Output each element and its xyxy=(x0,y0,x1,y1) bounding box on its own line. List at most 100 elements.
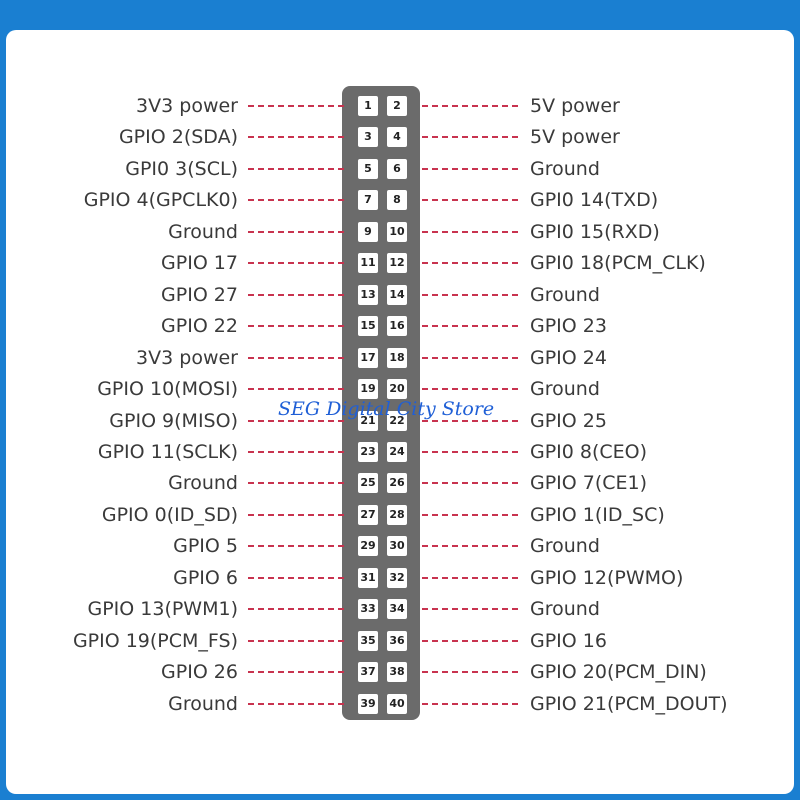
pin-number-odd: 33 xyxy=(358,599,378,620)
pin-label-left: GPIO 2(SDA) xyxy=(118,126,238,149)
pin-label-left: GPIO 11(SCLK) xyxy=(97,440,238,463)
pin-number-even: 32 xyxy=(387,567,407,588)
connector-line-right xyxy=(422,450,518,453)
pin-number-even: 10 xyxy=(387,221,407,242)
pin-label-right: Ground xyxy=(530,378,600,401)
pin-label-left: 3V3 power xyxy=(136,346,238,369)
pin-label-left: GPIO 22 xyxy=(161,315,238,338)
pin-label-left: Ground xyxy=(168,220,238,243)
connector-line-right xyxy=(422,545,518,548)
connector-line-right xyxy=(422,136,518,139)
pin-label-left: GPIO 9(MISO) xyxy=(109,409,238,432)
pin-number-odd: 31 xyxy=(358,567,378,588)
pin-label-right: Ground xyxy=(530,598,600,621)
pin-label-right: GPIO 21(PCM_DOUT) xyxy=(530,692,728,715)
connector-line-left xyxy=(248,230,344,233)
pin-number-odd: 21 xyxy=(358,410,378,431)
pin-number-even: 6 xyxy=(387,158,407,179)
connector-line-left xyxy=(248,325,344,328)
pin-number-odd: 13 xyxy=(358,284,378,305)
pin-label-left: GPIO 5 xyxy=(173,535,238,558)
pin-number-odd: 27 xyxy=(358,504,378,525)
pin-label-right: GPIO 12(PWMO) xyxy=(530,566,684,589)
connector-line-right xyxy=(422,608,518,611)
connector-line-right xyxy=(422,325,518,328)
pin-number-even: 24 xyxy=(387,441,407,462)
pin-number-even: 38 xyxy=(387,662,407,683)
connector-line-left xyxy=(248,450,344,453)
connector-line-left xyxy=(248,199,344,202)
pin-label-left: GPIO 26 xyxy=(161,661,238,684)
pin-number-even: 26 xyxy=(387,473,407,494)
pin-number-odd: 3 xyxy=(358,127,378,148)
pin-label-right: GPIO 20(PCM_DIN) xyxy=(530,661,707,684)
pin-label-right: GPI0 15(RXD) xyxy=(530,220,660,243)
connector-line-left xyxy=(248,608,344,611)
connector-line-right xyxy=(422,576,518,579)
pin-label-right: GPIO 25 xyxy=(530,409,607,432)
connector-line-right xyxy=(422,262,518,265)
connector-line-right xyxy=(422,356,518,359)
pin-number-odd: 9 xyxy=(358,221,378,242)
connector-line-right xyxy=(422,105,518,107)
connector-line-right xyxy=(422,702,518,705)
connector-line-right xyxy=(422,419,518,422)
pin-number-odd: 23 xyxy=(358,441,378,462)
pin-number-even: 28 xyxy=(387,504,407,525)
pin-label-left: GPI0 3(SCL) xyxy=(125,157,238,180)
pin-number-odd: 11 xyxy=(358,253,378,274)
pin-label-right: GPI0 18(PCM_CLK) xyxy=(530,252,706,275)
pin-label-left: GPIO 17 xyxy=(161,252,238,275)
pin-number-odd: 1 xyxy=(358,96,378,116)
pin-label-right: GPI0 8(CEO) xyxy=(530,440,648,463)
connector-line-left xyxy=(248,105,344,107)
pin-label-right: 5V power xyxy=(530,95,620,117)
pin-label-left: GPIO 27 xyxy=(161,283,238,306)
pin-number-even: 4 xyxy=(387,127,407,148)
connector-line-left xyxy=(248,136,344,139)
pin-label-right: GPIO 1(ID_SC) xyxy=(530,503,665,526)
pin-number-odd: 25 xyxy=(358,473,378,494)
pin-label-left: GPIO 4(GPCLK0) xyxy=(83,189,238,212)
pin-number-odd: 35 xyxy=(358,630,378,651)
pin-label-right: GPIO 16 xyxy=(530,629,607,652)
pin-number-odd: 15 xyxy=(358,316,378,337)
connector-line-left xyxy=(248,356,344,359)
pin-number-even: 36 xyxy=(387,630,407,651)
pin-number-even: 18 xyxy=(387,347,407,368)
pin-number-odd: 17 xyxy=(358,347,378,368)
pin-label-right: Ground xyxy=(530,157,600,180)
pin-label-left: GPIO 6 xyxy=(173,566,238,589)
pin-number-even: 40 xyxy=(387,693,407,714)
pin-number-even: 22 xyxy=(387,410,407,431)
pin-label-right: Ground xyxy=(530,535,600,558)
connector-line-left xyxy=(248,167,344,170)
connector-line-left xyxy=(248,576,344,579)
pin-label-right: GPIO 23 xyxy=(530,315,607,338)
pin-label-left: Ground xyxy=(168,692,238,715)
pin-number-even: 16 xyxy=(387,316,407,337)
pin-number-odd: 29 xyxy=(358,536,378,557)
pin-label-left: GPIO 19(PCM_FS) xyxy=(72,629,238,652)
connector-line-left xyxy=(248,639,344,642)
connector-line-right xyxy=(422,482,518,485)
connector-line-left xyxy=(248,513,344,516)
connector-line-left xyxy=(248,545,344,548)
pin-number-even: 34 xyxy=(387,599,407,620)
pin-number-even: 20 xyxy=(387,379,407,400)
pin-number-even: 12 xyxy=(387,253,407,274)
pin-label-left: 3V3 power xyxy=(136,95,238,117)
connector-line-right xyxy=(422,513,518,516)
pin-number-odd: 5 xyxy=(358,158,378,179)
pin-number-even: 14 xyxy=(387,284,407,305)
pin-number-odd: 19 xyxy=(358,379,378,400)
connector-line-left xyxy=(248,671,344,674)
pin-number-odd: 7 xyxy=(358,190,378,211)
connector-line-right xyxy=(422,230,518,233)
watermark-text: SEG Digital City Store xyxy=(278,398,495,420)
pin-label-left: Ground xyxy=(168,472,238,495)
pin-label-right: Ground xyxy=(530,283,600,306)
connector-line-right xyxy=(422,671,518,674)
connector-line-right xyxy=(422,199,518,202)
pin-number-odd: 37 xyxy=(358,662,378,683)
